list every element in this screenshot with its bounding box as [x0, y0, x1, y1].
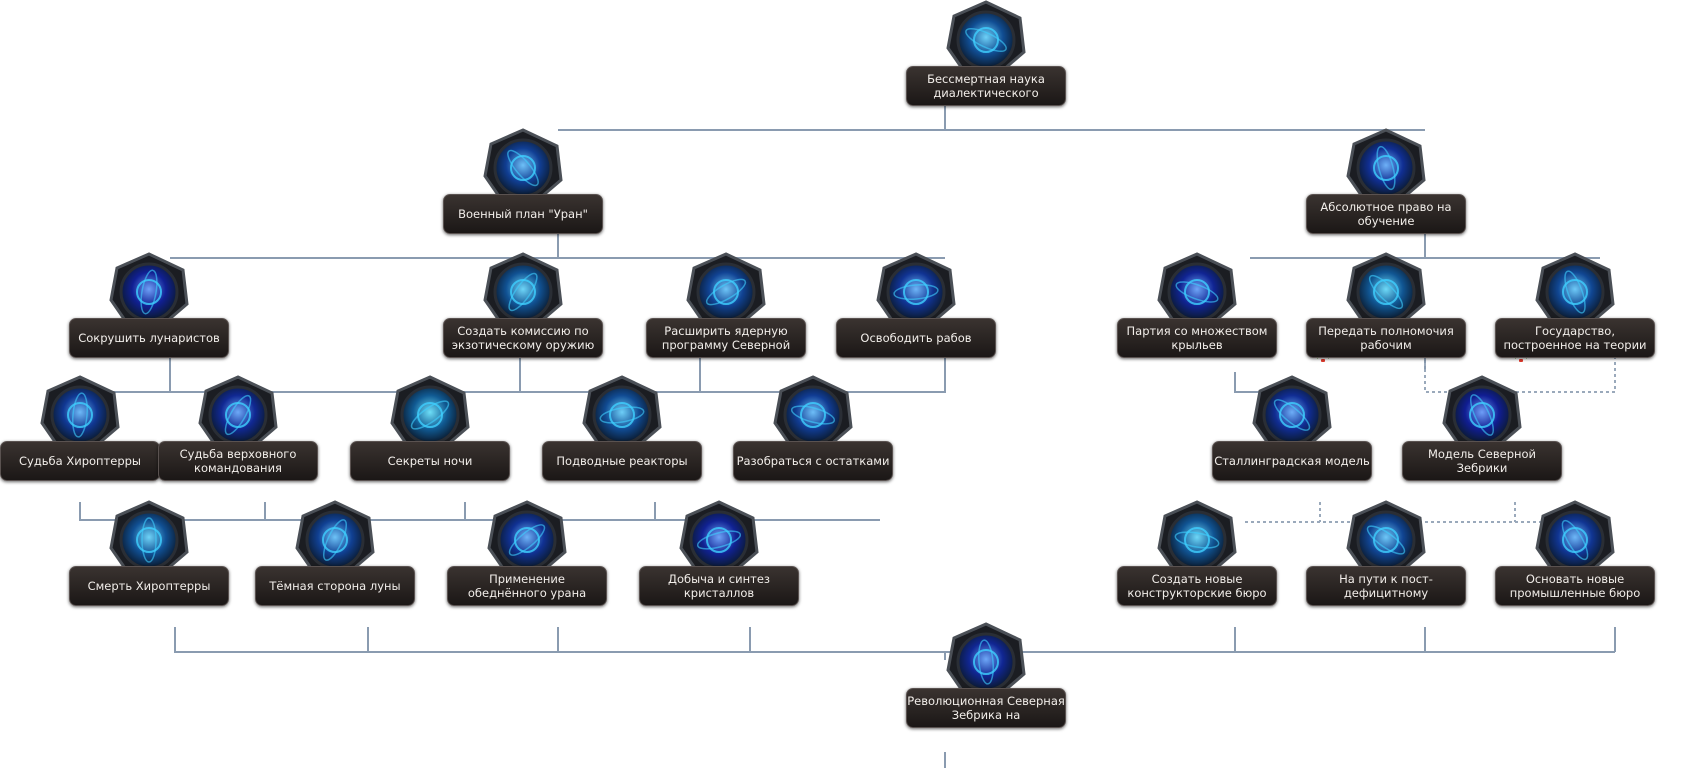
focus-postdeficit[interactable]: На пути к пост-дефицитному	[1306, 500, 1466, 606]
focus-command[interactable]: Судьба верховного командования	[158, 375, 318, 481]
focus-label[interactable]: Передать полномочия рабочим	[1306, 318, 1466, 358]
jet-blueprint-icon	[1155, 500, 1239, 580]
focus-exotic[interactable]: Создать комиссию по экзотическому оружию	[443, 252, 603, 358]
focus-stallingrad[interactable]: Сталлинградская модель	[1212, 375, 1372, 481]
focus-party[interactable]: Партия со множеством крыльев	[1117, 252, 1277, 358]
focus-label[interactable]: Создать новые конструкторские бюро	[1117, 566, 1277, 606]
officer-cap-icon	[196, 375, 280, 455]
broken-chains-icon	[874, 252, 958, 332]
focus-label[interactable]: Освободить рабов	[836, 318, 996, 358]
focus-workers[interactable]: Передать полномочия рабочим	[1306, 252, 1466, 358]
focus-crystals[interactable]: Добыча и синтез кристаллов	[639, 500, 799, 606]
focus-label[interactable]: Добыча и синтез кристаллов	[639, 566, 799, 606]
focus-label[interactable]: Модель Северной Зебрики	[1402, 441, 1562, 481]
spiked-u-emblem-icon	[481, 128, 565, 208]
focus-label[interactable]: Тёмная сторона луны	[255, 566, 415, 606]
focus-leftovers[interactable]: Разобраться с остатками	[733, 375, 893, 481]
focus-dialectic[interactable]: Бессмертная наука диалектического	[906, 0, 1066, 106]
focus-theory[interactable]: Государство, построенное на теории	[1495, 252, 1655, 358]
focus-label[interactable]: Революционная Северная Зебрика на	[906, 688, 1066, 728]
focus-label[interactable]: Расширить ядерную программу Северной	[646, 318, 806, 358]
focus-label[interactable]: На пути к пост-дефицитному	[1306, 566, 1466, 606]
focus-label[interactable]: Абсолютное право на обучение	[1306, 194, 1466, 234]
focus-death[interactable]: Смерть Хироптерры	[69, 500, 229, 606]
atom-cloud-icon	[944, 622, 1028, 702]
focus-industry[interactable]: Основать новые промышленные бюро	[1495, 500, 1655, 606]
nuclear-flask-icon	[684, 252, 768, 332]
focus-design[interactable]: Создать новые конструкторские бюро	[1117, 500, 1277, 606]
focus-label[interactable]: Создать комиссию по экзотическому оружию	[443, 318, 603, 358]
focus-label[interactable]: Смерть Хироптерры	[69, 566, 229, 606]
focus-label[interactable]: Секреты ночи	[350, 441, 510, 481]
focus-reactors[interactable]: Подводные реакторы	[542, 375, 702, 481]
focus-label[interactable]: Государство, построенное на теории	[1495, 318, 1655, 358]
focus-model[interactable]: Модель Северной Зебрики	[1402, 375, 1562, 481]
gear-hammer-icon	[1344, 252, 1428, 332]
focus-label[interactable]: Подводные реакторы	[542, 441, 702, 481]
focus-uranium[interactable]: Применение обеднённого урана	[447, 500, 607, 606]
focus-label[interactable]: Партия со множеством крыльев	[1117, 318, 1277, 358]
focus-label[interactable]: Судьба Хироптерры	[0, 441, 160, 481]
focus-chiroptera[interactable]: Судьба Хироптерры	[0, 375, 160, 481]
focus-label[interactable]: Бессмертная наука диалектического	[906, 66, 1066, 106]
focus-label[interactable]: Военный план "Уран"	[443, 194, 603, 234]
atom-pony-icon	[944, 0, 1028, 80]
radiation-barrel-icon	[485, 500, 569, 580]
coffin-moon-icon	[107, 500, 191, 580]
focus-label[interactable]: Разобраться с остатками	[733, 441, 893, 481]
focus-label[interactable]: Основать новые промышленные бюро	[1495, 566, 1655, 606]
atom-book-icon	[1533, 252, 1617, 332]
focus-lunarists[interactable]: Сокрушить лунаристов	[69, 252, 229, 358]
focus-label[interactable]: Применение обеднённого урана	[447, 566, 607, 606]
focus-darkside[interactable]: Тёмная сторона луны	[255, 500, 415, 606]
focus-nuclear[interactable]: Расширить ядерную программу Северной	[646, 252, 806, 358]
focus-revolution[interactable]: Революционная Северная Зебрика на	[906, 622, 1066, 728]
focus-label[interactable]: Судьба верховного командования	[158, 441, 318, 481]
hammer-sickle-building-icon	[1155, 252, 1239, 332]
crystal-shards-icon	[107, 252, 191, 332]
crystal-cluster-icon	[677, 500, 761, 580]
forest-map-icon	[1440, 375, 1524, 455]
focus-slaves[interactable]: Освободить рабов	[836, 252, 996, 358]
focus-education[interactable]: Абсолютное право на обучение	[1306, 128, 1466, 234]
focus-uran[interactable]: Военный план "Уран"	[443, 128, 603, 234]
focus-label[interactable]: Сокрушить лунаристов	[69, 318, 229, 358]
wheat-blueprint-icon	[1533, 500, 1617, 580]
focus-night[interactable]: Секреты ночи	[350, 375, 510, 481]
parrot-question-icon	[771, 375, 855, 455]
focus-label[interactable]: Сталлинградская модель	[1212, 441, 1372, 481]
